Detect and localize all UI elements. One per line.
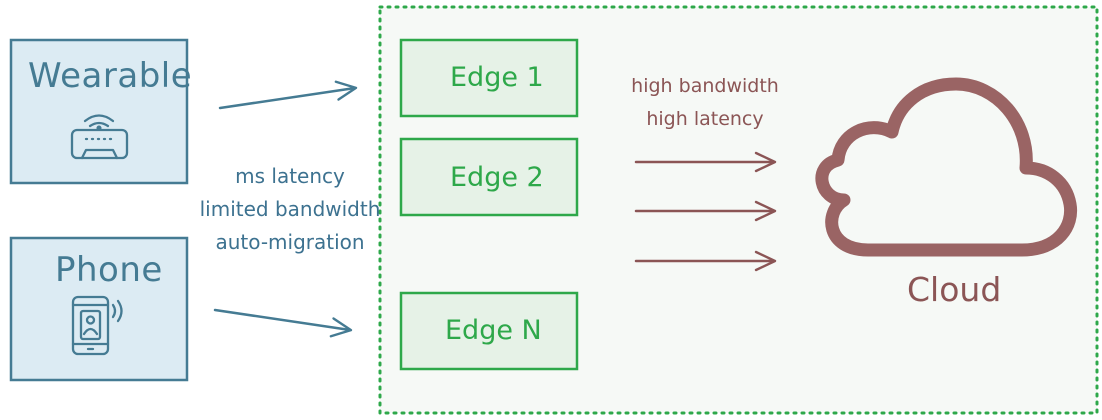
phone-to-edge-arrow [213,308,353,338]
edge-2-title: Edge 2 [450,162,544,193]
phone-box [9,236,189,382]
edge-note-latency: ms latency [235,164,345,188]
edge-n-title: Edge N [445,315,542,346]
edge-1-title: Edge 1 [450,62,544,93]
cloud-title: Cloud [907,270,1002,309]
smartphone-signal-icon [71,295,123,356]
wearable-box [9,38,189,185]
cloud-link-notes: high bandwidth high latency [605,70,805,136]
cloud-icon [815,77,1078,257]
edge-link-notes: ms latency limited bandwidth auto-migrat… [190,160,390,259]
edge-note-bandwidth: limited bandwidth [199,197,381,221]
edge-box-n [399,291,579,371]
cloud-note-latency: high latency [646,108,764,130]
edge-box-2 [399,137,579,217]
cloud-note-bandwidth: high bandwidth [631,75,779,97]
phone-title: Phone [55,250,163,290]
vr-headset-icon [70,114,129,160]
wearable-title: Wearable [28,56,193,96]
edge-box-1 [399,38,579,118]
edge-note-migration: auto-migration [215,230,365,254]
wearable-to-edge-arrow [218,80,358,110]
